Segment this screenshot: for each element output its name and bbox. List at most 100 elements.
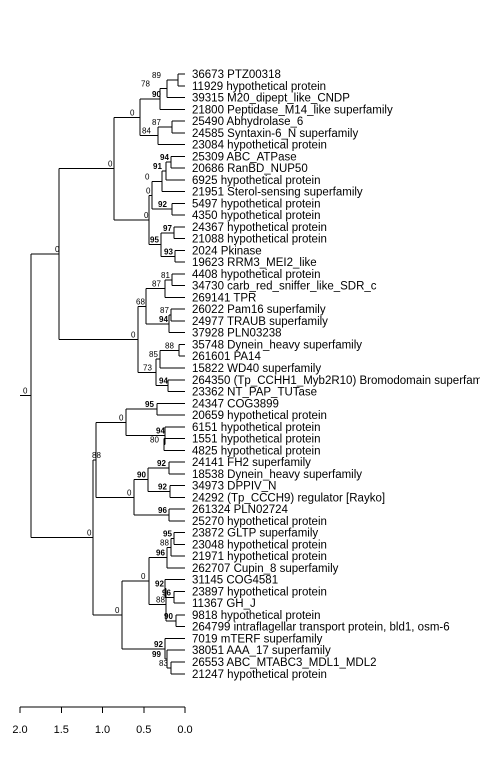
support-value: 87	[152, 118, 161, 127]
support-value: 91	[153, 162, 162, 171]
leaf-label: 25309 ABC_ATPase	[192, 151, 297, 163]
leaf-label: 4408 hypothetical protein	[192, 269, 321, 281]
leaf-label: 35748 Dynein_heavy superfamily	[192, 339, 362, 351]
support-values: 8978908784094910920979395008187879468888…	[23, 71, 174, 668]
leaf-label: 6151 hypothetical protein	[192, 422, 321, 434]
support-value: 0	[119, 413, 124, 422]
leaf-label: 37928 PLN03238	[192, 328, 282, 340]
leaf-label: 34973 DPPIV_N	[192, 481, 276, 493]
support-value: 95	[150, 236, 159, 245]
leaf-label: 25270 hypothetical protein	[192, 516, 327, 528]
leaf-label: 21800 Peptidase_M14_like superfamily	[192, 104, 393, 116]
support-value: 97	[163, 224, 172, 233]
support-value: 0	[131, 330, 136, 339]
support-value: 92	[157, 459, 166, 468]
leaf-label: 24977 TRAUB superfamily	[192, 316, 328, 328]
scale-tick-label: 1.5	[54, 724, 69, 736]
support-value: 88	[156, 596, 165, 605]
support-value: 90	[137, 471, 146, 480]
leaf-label: 20659 hypothetical protein	[192, 410, 327, 422]
support-value: 78	[141, 80, 150, 89]
support-value: 0	[115, 606, 120, 615]
leaf-label: 23362 NT_PAP_TUTase	[192, 387, 317, 399]
leaf-label: 4825 hypothetical protein	[192, 445, 321, 457]
support-value: 81	[161, 271, 170, 280]
leaf-label: 261601 PA14	[192, 351, 261, 363]
leaf-label: 24367 hypothetical protein	[192, 222, 327, 234]
leaf-label: 24141 FH2 superfamily	[192, 457, 311, 469]
leaf-label: 7019 mTERF superfamily	[192, 633, 323, 645]
support-value: 94	[159, 377, 168, 386]
support-value: 0	[23, 387, 28, 396]
leaf-label: 11929 hypothetical protein	[192, 81, 326, 93]
scale-tick-label: 0.5	[136, 724, 151, 736]
support-value: 90	[152, 90, 161, 99]
leaf-label: 1551 hypothetical protein	[192, 434, 321, 446]
support-value: 0	[144, 211, 149, 220]
support-value: 73	[143, 363, 152, 372]
support-value: 0	[145, 172, 150, 181]
leaf-label: 11367 GH_J	[192, 598, 256, 610]
support-value: 96	[156, 549, 165, 558]
leaf-label: 2024 Pkinase	[192, 245, 262, 257]
leaf-label: 21247 hypothetical protein	[192, 669, 327, 681]
support-value: 92	[158, 200, 167, 209]
leaf-label: 23897 hypothetical protein	[192, 586, 327, 598]
leaf-label: 36673 PTZ00318	[192, 69, 281, 81]
leaf-label: 269141 TPR	[192, 292, 256, 304]
leaf-label: 19623 RRM3_MEI2_like	[192, 257, 317, 269]
support-value: 87	[152, 280, 161, 289]
leaf-label: 21088 hypothetical protein	[192, 234, 327, 246]
leaf-label: 39315 M20_dipept_like_CNDP	[192, 93, 350, 105]
leaf-label: 5497 hypothetical protein	[192, 198, 321, 210]
support-value: 95	[145, 400, 154, 409]
support-value: 89	[152, 71, 161, 80]
leaf-label: 24585 Syntaxin-6_N superfamily	[192, 128, 358, 140]
support-value: 87	[160, 306, 169, 315]
leaf-label: 38051 AAA_17 superfamily	[192, 645, 331, 657]
leaf-label: 24292 (Tp_CCCH9) regulator [Rayko]	[192, 492, 385, 504]
support-value: 90	[164, 612, 173, 621]
support-value: 93	[164, 247, 173, 256]
leaf-label: 23872 GLTP superfamily	[192, 528, 318, 540]
support-value: 0	[108, 160, 113, 169]
leaf-label: 23084 hypothetical protein	[192, 140, 327, 152]
leaf-label: 21971 hypothetical protein	[192, 551, 327, 563]
leaf-label: 23048 hypothetical protein	[192, 539, 327, 551]
support-value: 0	[55, 245, 60, 254]
leaf-label: 261324 PLN02724	[192, 504, 289, 516]
support-value: 99	[152, 650, 161, 659]
leaf-label: 6925 hypothetical protein	[192, 175, 321, 187]
support-value: 80	[150, 435, 159, 444]
tree-branches	[20, 73, 185, 675]
support-value: 0	[141, 572, 146, 581]
support-value: 84	[142, 127, 151, 136]
support-value: 88	[165, 341, 174, 350]
leaf-label: 31145 COG4581	[192, 575, 278, 587]
leaf-label: 264350 (Tp_CCHH1_Myb2R10) Bromodomain su…	[192, 375, 480, 387]
support-value: 68	[136, 297, 145, 306]
scale-tick-label: 1.0	[95, 724, 110, 736]
leaf-label: 264799 intraflagellar transport protein,…	[192, 622, 450, 634]
leaf-label: 24347 COG3899	[192, 398, 279, 410]
support-value: 88	[160, 538, 169, 547]
leaf-label: 18538 Dynein_heavy superfamily	[192, 469, 362, 481]
leaf-label: 20686 RanBD_NUP50	[192, 163, 308, 175]
support-value: 95	[163, 530, 172, 539]
scale-tick-label: 0.0	[177, 724, 192, 736]
support-value: 85	[149, 350, 158, 359]
support-value: 92	[154, 640, 163, 649]
support-value: 94	[156, 427, 165, 436]
support-value: 0	[146, 186, 151, 195]
support-value: 0	[87, 528, 92, 537]
support-value: 96	[162, 588, 171, 597]
leaf-label: 4350 hypothetical protein	[192, 210, 321, 222]
leaf-label: 25490 Abhydrolase_6	[192, 116, 303, 128]
leaf-label: 26022 Pam16 superfamily	[192, 304, 326, 316]
support-value: 83	[159, 659, 168, 668]
support-value: 96	[158, 506, 167, 515]
support-value: 92	[155, 580, 164, 589]
